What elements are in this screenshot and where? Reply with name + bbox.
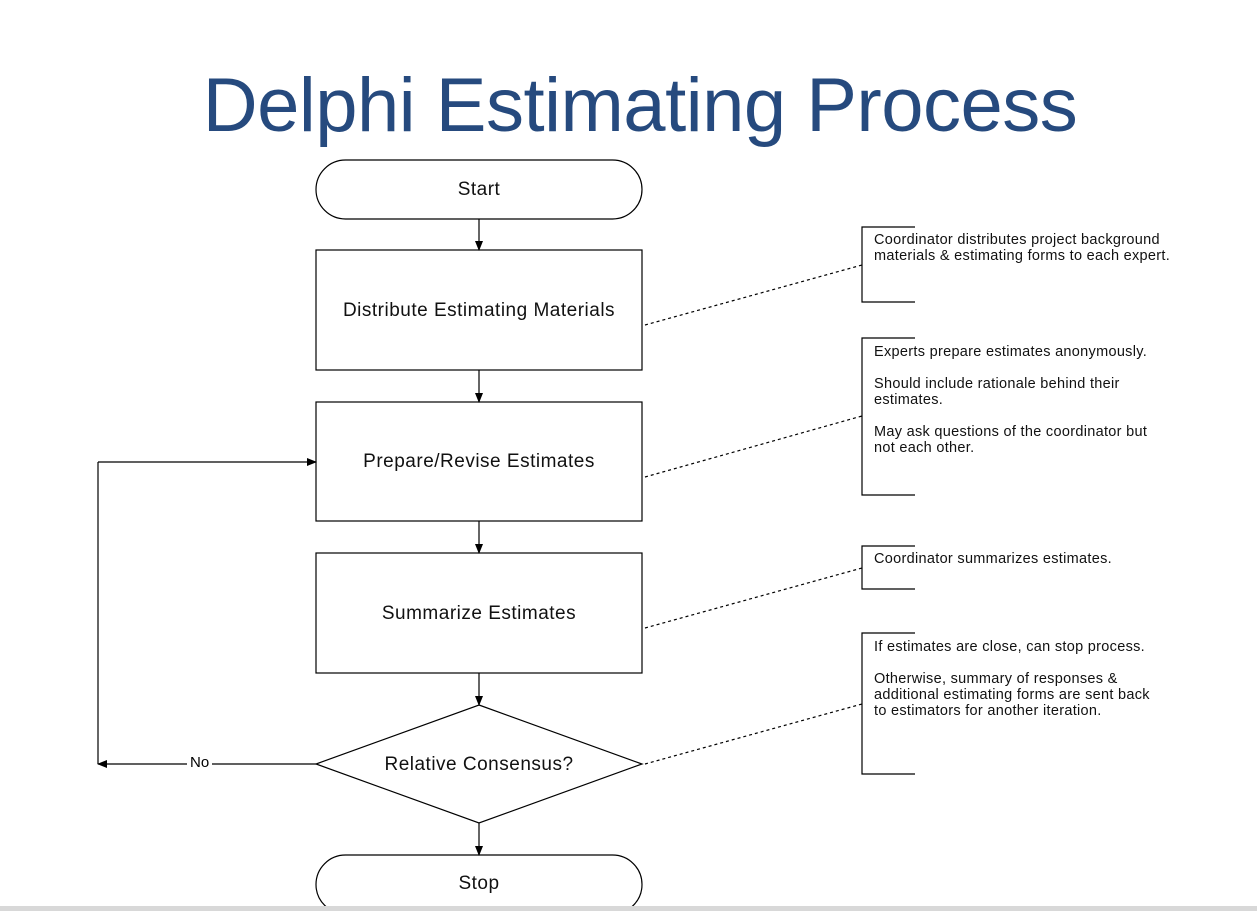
dashed-connector-distribute [644, 264, 863, 326]
no-edge-label: No [187, 754, 213, 771]
note-bracket-summarize [861, 545, 915, 590]
start-label: Start [457, 179, 501, 200]
stop-label: Stop [458, 872, 500, 894]
window-bottom-edge [0, 906, 1257, 911]
slide-title: Delphi Estimating Process [202, 63, 1078, 148]
note-prepare-text-1: Experts prepare estimates anonymously. [874, 344, 1148, 360]
note-distribute: Coordinator distributes project backgrou… [874, 232, 1179, 264]
summarize-label: Summarize Estimates [381, 602, 577, 624]
note-prepare: Experts prepare estimates anonymously. S… [874, 344, 1164, 456]
distribute-label: Distribute Estimating Materials [342, 299, 616, 321]
note-bracket-decision [861, 632, 915, 775]
note-bracket-distribute [861, 226, 915, 303]
note-distribute-text: Coordinator distributes project backgrou… [874, 232, 1171, 264]
dashed-connector-summarize [644, 567, 863, 629]
prepare-process-box [315, 401, 643, 522]
decision-label: Relative Consensus? [384, 753, 574, 775]
note-decision-text-2: Otherwise, summary of responses & additi… [874, 671, 1150, 719]
note-bracket-prepare [861, 337, 915, 496]
dashed-connector-decision [644, 703, 863, 765]
note-decision-text-1: If estimates are close, can stop process… [874, 639, 1145, 655]
prepare-label: Prepare/Revise Estimates [363, 451, 595, 472]
dashed-connector-prepare [644, 415, 863, 478]
note-decision: If estimates are close, can stop process… [874, 639, 1154, 719]
note-prepare-text-3: May ask questions of the coordinator but… [874, 424, 1148, 456]
note-summarize-text: Coordinator summarizes estimates. [874, 551, 1112, 567]
note-prepare-text-2: Should include rationale behind their es… [874, 376, 1120, 408]
summarize-process-box [315, 552, 643, 674]
note-summarize: Coordinator summarizes estimates. [874, 551, 1154, 567]
